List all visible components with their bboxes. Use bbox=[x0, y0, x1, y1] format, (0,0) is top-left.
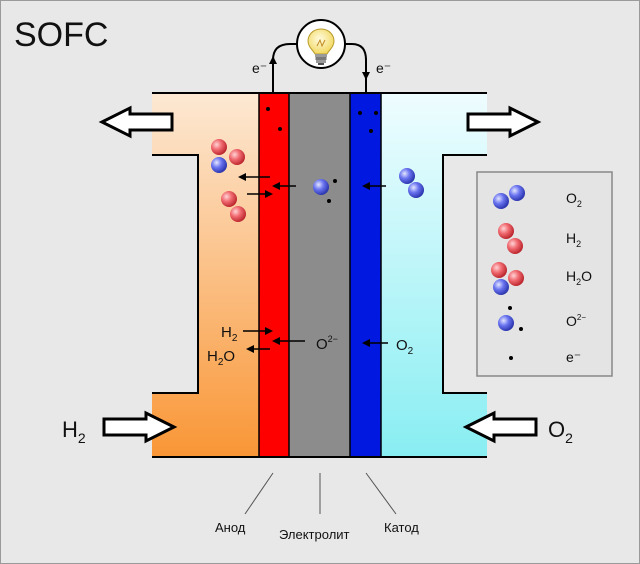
anode-h2o-label: H2O bbox=[207, 348, 235, 368]
legend-h2-icon bbox=[498, 223, 523, 254]
legend-h2o-icon bbox=[491, 262, 524, 295]
cell-housing-outline bbox=[152, 92, 487, 458]
electron-label-left: e⁻ bbox=[252, 60, 267, 76]
air-channel bbox=[381, 93, 487, 457]
legend-h2-label: H2 bbox=[566, 230, 581, 249]
cathode-label: Катод bbox=[384, 520, 419, 535]
anode-layer bbox=[259, 93, 289, 457]
legend-oxide-label: O2− bbox=[566, 313, 586, 329]
air-inlet-arrow bbox=[462, 410, 538, 444]
legend-oxide-icon bbox=[498, 306, 523, 331]
layer-leader-lines bbox=[244, 472, 397, 515]
cathode-o2-label: O2 bbox=[396, 337, 414, 357]
legend-electron-icon bbox=[509, 356, 513, 360]
hydrogen-molecule bbox=[221, 191, 246, 222]
oxide-ion-label: O2− bbox=[316, 334, 338, 353]
fuel-inlet-arrow bbox=[102, 410, 178, 444]
legend-o2-icon bbox=[493, 185, 525, 209]
air-exhaust-arrow bbox=[466, 105, 542, 139]
oxidant-inlet-label: O2 bbox=[548, 417, 573, 446]
electrolyte-label: Электролит bbox=[279, 527, 350, 542]
legend-o2-label: O2 bbox=[566, 190, 582, 209]
diagram-title: SOFC bbox=[14, 16, 108, 54]
oxide-ion bbox=[313, 179, 337, 203]
electron-label-right: e⁻ bbox=[376, 60, 391, 76]
fuel-exhaust-arrow bbox=[98, 105, 174, 139]
electrolyte-layer bbox=[289, 93, 350, 457]
electrons-in-layers bbox=[266, 107, 378, 133]
legend-electron-label: e⁻ bbox=[566, 349, 581, 365]
water-molecule bbox=[211, 139, 245, 173]
anode-h2-label: H2 bbox=[221, 324, 238, 344]
oxygen-molecule bbox=[399, 168, 424, 198]
fuel-channel bbox=[152, 93, 259, 457]
cathode-layer bbox=[350, 93, 381, 457]
lightbulb-icon bbox=[296, 19, 346, 69]
legend-h2o-label: H2O bbox=[566, 268, 592, 287]
anode-label: Анод bbox=[215, 520, 246, 535]
fuel-inlet-label: H2 bbox=[62, 417, 86, 446]
